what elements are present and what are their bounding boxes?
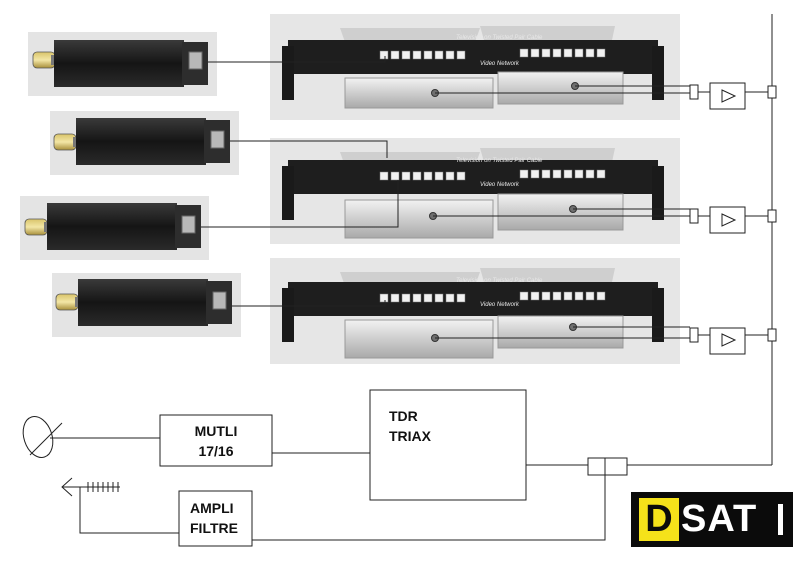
amplifier-label: AMPLI FILTRE xyxy=(190,498,250,538)
connector-2 xyxy=(690,209,698,223)
rack-2-caption-2: Video Network xyxy=(480,182,520,188)
rack-unit-1 xyxy=(270,14,680,120)
splitter-box xyxy=(588,458,627,475)
balun-adapter-1 xyxy=(28,32,217,96)
headend-label: TDR TRIAX xyxy=(389,406,509,446)
amplifier-line2: FILTRE xyxy=(190,518,250,538)
rack-unit-3 xyxy=(270,258,680,364)
trunk-tap-2 xyxy=(768,210,776,222)
line-amplifier-3 xyxy=(710,328,745,354)
connector-1 xyxy=(690,85,698,99)
amplifier-line1: AMPLI xyxy=(190,498,250,518)
rack-3-caption: Television on Twisted Pair Cable xyxy=(456,278,543,284)
logo-letters-sat: SAT xyxy=(681,498,775,541)
logo-bar xyxy=(778,504,783,535)
satellite-dish-icon xyxy=(18,413,62,462)
line-amplifier-1 xyxy=(710,83,745,109)
rack-3-caption-2: Video Network xyxy=(480,302,520,308)
connector-3 xyxy=(690,328,698,342)
headend-line1: TDR xyxy=(389,406,509,426)
dsat-logo: D SAT xyxy=(631,492,793,547)
balun-adapter-2 xyxy=(50,111,239,175)
multiswitch-label: MUTLI 17/16 xyxy=(160,421,272,461)
terrestrial-antenna-icon xyxy=(62,478,120,496)
rack-2-caption: Television on Twisted Pair Cable xyxy=(456,158,543,164)
rack-unit-2 xyxy=(270,138,680,244)
rack-1-caption-2: Video Network xyxy=(480,61,520,67)
multiswitch-line2: 17/16 xyxy=(160,441,272,461)
balun-adapter-4 xyxy=(52,273,241,337)
headend-line2: TRIAX xyxy=(389,426,509,446)
trunk-tap-1 xyxy=(768,86,776,98)
line-amplifier-2 xyxy=(710,207,745,233)
logo-letter-d: D xyxy=(639,498,679,541)
trunk-tap-3 xyxy=(768,329,776,341)
rack-1-caption: Television on Twisted Pair Cable xyxy=(456,35,543,41)
balun-adapter-3 xyxy=(20,196,209,260)
multiswitch-line1: MUTLI xyxy=(160,421,272,441)
